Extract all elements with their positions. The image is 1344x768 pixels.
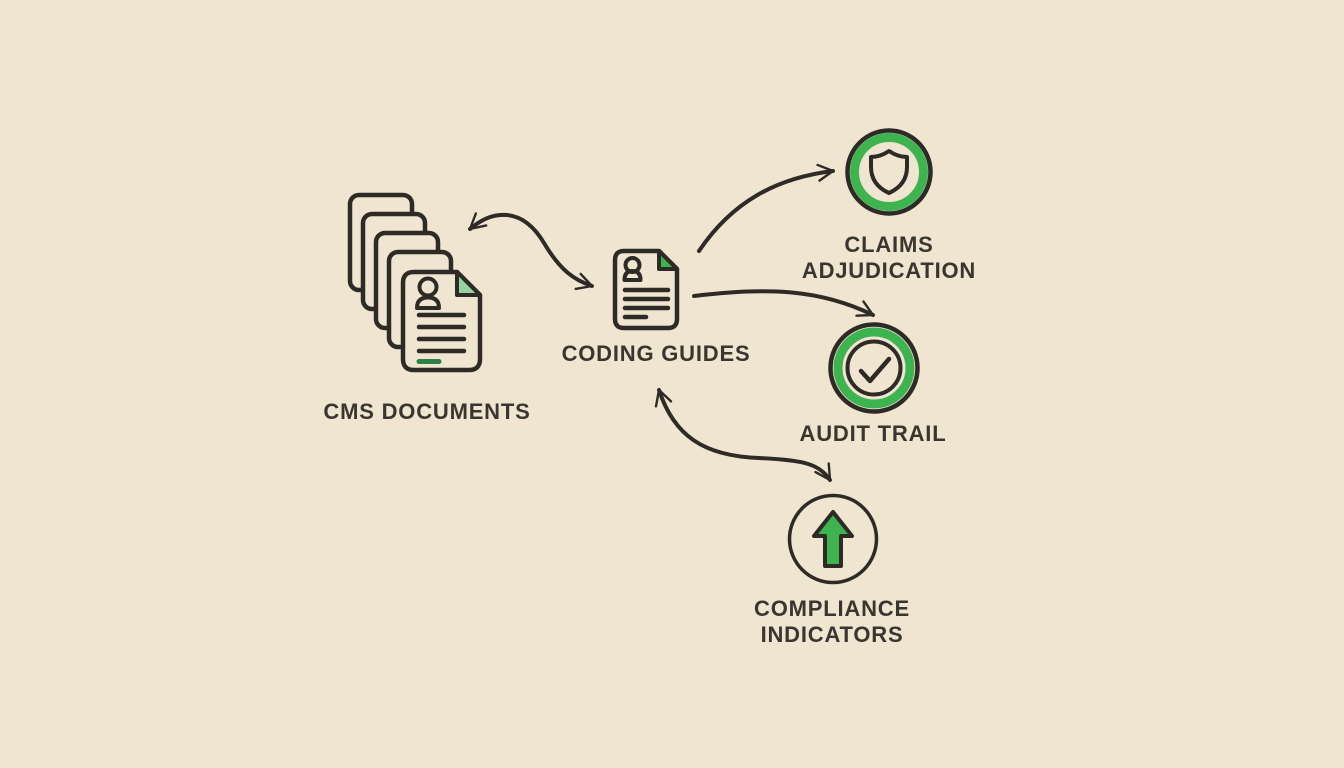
- up-arrow-icon: [812, 510, 854, 568]
- compliance-indicators-line1: COMPLIANCE: [754, 596, 910, 621]
- checkmark-in-green-ring-icon: [828, 322, 920, 414]
- document-stack-icon: [347, 192, 483, 373]
- checkmark-icon: [858, 356, 892, 384]
- folded-corner-icon: [657, 249, 679, 271]
- compliance-indicators-line2: INDICATORS: [760, 622, 904, 647]
- arrow-coding-to-claims: [697, 163, 835, 253]
- shield-in-green-ring-icon: [845, 128, 933, 216]
- audit-trail-label: AUDIT TRAIL: [799, 421, 947, 446]
- cms-documents-label: CMS DOCUMENTS: [323, 399, 531, 424]
- document-icon: [612, 248, 680, 331]
- front-document-icon: [400, 269, 483, 373]
- claims-adjudication-line1: CLAIMS: [844, 232, 934, 257]
- up-arrow-in-circle-icon: [787, 493, 879, 585]
- arrow-cms-coding-bidirectional: [468, 212, 594, 291]
- edges-group: [468, 163, 875, 482]
- arrow-coding-to-audit: [692, 289, 875, 317]
- coding-guides-label: CODING GUIDES: [561, 341, 751, 366]
- folded-corner-icon: [455, 270, 482, 297]
- claims-adjudication-label: CLAIMS ADJUDICATION: [802, 232, 976, 284]
- arrow-coding-compliance-bidirectional: [654, 388, 832, 482]
- shield-icon: [869, 149, 909, 195]
- claims-adjudication-line2: ADJUDICATION: [801, 258, 977, 283]
- compliance-indicators-label: COMPLIANCE INDICATORS: [754, 596, 910, 648]
